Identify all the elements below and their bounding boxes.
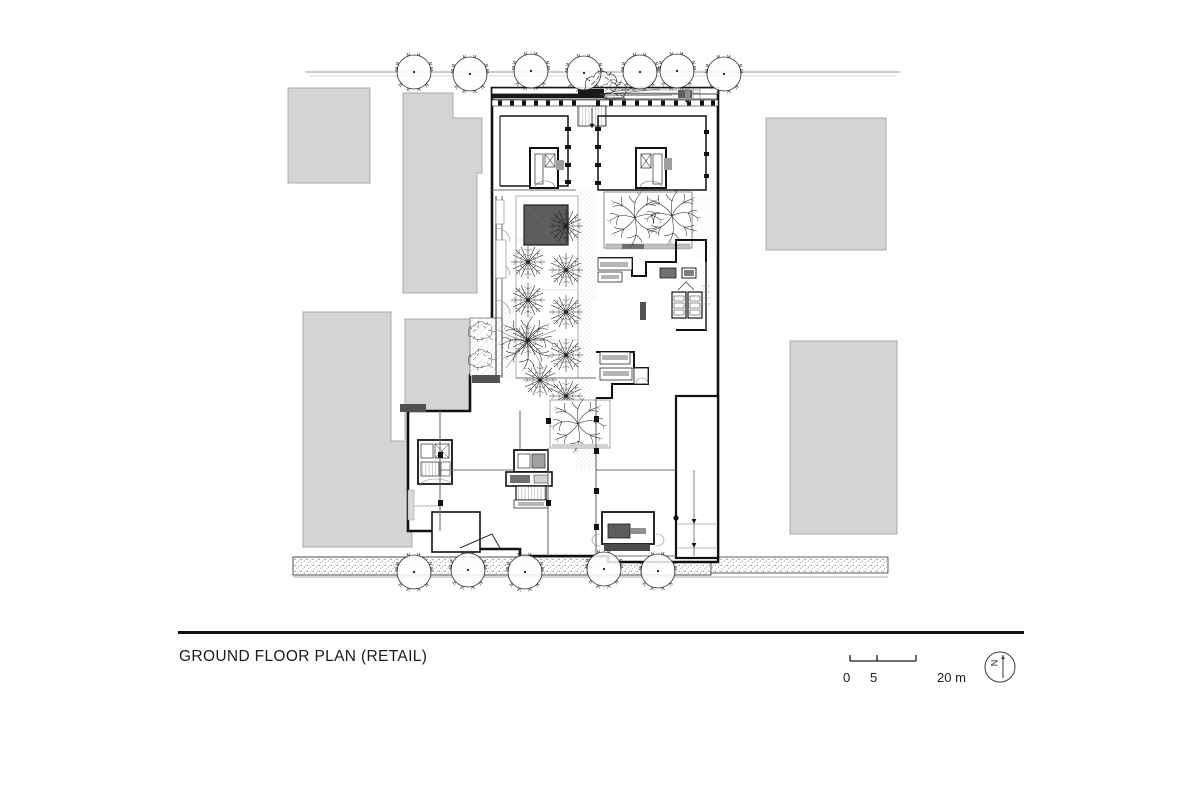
stair-core-east — [635, 147, 672, 189]
stair-core-west — [529, 147, 564, 189]
sw-service-block — [417, 439, 453, 487]
scale-tick-20: 20 m — [937, 670, 966, 685]
service-core-east — [597, 239, 710, 331]
north-arrow-graphic — [984, 651, 1016, 683]
scale-bar-graphic — [849, 655, 917, 662]
west-arcade — [495, 196, 511, 378]
central-garden — [510, 195, 584, 414]
palm-tree — [510, 244, 546, 280]
street-tree — [657, 51, 697, 91]
column-grid — [438, 416, 679, 530]
palm-tree — [548, 252, 584, 288]
mid-south-core — [596, 351, 649, 399]
context-block-se — [789, 340, 898, 535]
street-tree — [394, 52, 434, 92]
street-tree — [564, 53, 604, 93]
street-tree — [450, 54, 490, 94]
context-block-w-lower — [302, 311, 413, 548]
palm-tree — [522, 362, 558, 398]
scale-tick-5: 5 — [870, 670, 878, 685]
lift-bank — [671, 281, 703, 319]
title-rule — [178, 631, 1024, 634]
palm-tree — [548, 337, 584, 373]
context-block-ne — [765, 117, 887, 251]
south-loading-shaft — [674, 394, 720, 560]
palm-tree — [548, 294, 584, 330]
palm-tree — [548, 208, 584, 244]
north-shopfront-arcade — [491, 85, 719, 128]
street-tree — [620, 52, 660, 92]
south-shopfront-box — [591, 511, 665, 551]
scale-tick-0: 0 — [843, 670, 851, 685]
context-block-nw-lower — [402, 92, 483, 294]
poche-walls — [400, 302, 646, 412]
north-entry-steps — [577, 105, 607, 128]
facade-column-row — [498, 100, 715, 106]
west-garden — [467, 314, 557, 377]
south-courtyard-tree — [549, 396, 611, 454]
context-block-nw-upper — [287, 87, 371, 184]
north-arrow-letter: N — [989, 659, 1000, 667]
lift-lobby-south — [505, 449, 553, 509]
street-tree — [511, 51, 551, 91]
north-street-line — [305, 71, 900, 77]
palm-tree — [510, 282, 546, 318]
page-title: GROUND FLOOR PLAN (RETAIL) — [179, 648, 428, 665]
ne-planter-trees — [603, 188, 702, 250]
